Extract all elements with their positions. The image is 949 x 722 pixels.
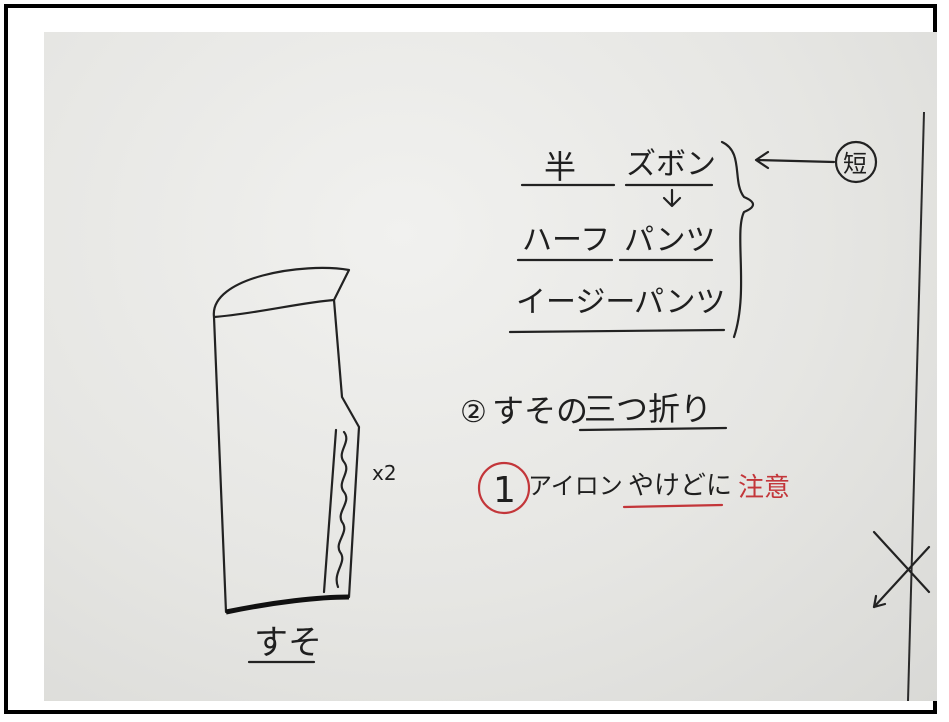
left-arrow — [754, 150, 836, 170]
step2-text: すその — [492, 392, 588, 430]
line2-right: パンツ — [624, 223, 716, 258]
line3-left: イージー — [516, 285, 635, 320]
zigzag-stitch — [335, 430, 348, 589]
hem-label: すそ — [254, 623, 322, 663]
step-1-line: 1 アイロン やけどに 注意 — [477, 461, 790, 515]
pant-leg-sketch: x2 すそ — [212, 266, 397, 664]
pant-leg-opening — [212, 266, 351, 319]
sketch-count-label: x2 — [372, 461, 397, 485]
whiteboard-drawing: x2 すそ 半 ズボン ハーフ パンツ イージー パンツ — [212, 111, 931, 701]
pant-leg-left-edge — [212, 315, 228, 614]
step1-red-circle — [477, 461, 531, 515]
line3-right: パンツ — [634, 285, 726, 320]
seam-line — [322, 428, 338, 594]
step1-number: 1 — [493, 470, 516, 511]
step1-red-underline — [622, 503, 724, 509]
step2-emphasis: 三つ折り — [584, 390, 712, 428]
circled-mark: 短 — [843, 150, 867, 178]
hem-line — [225, 594, 350, 615]
board-edge-line — [907, 111, 925, 701]
pant-leg-right-edge — [332, 298, 361, 599]
cross-mark — [872, 530, 931, 609]
step1-text: アイロン — [528, 472, 623, 500]
image-frame: x2 すそ 半 ズボン ハーフ パンツ イージー パンツ — [4, 4, 937, 714]
step1-underlined: やけどに — [628, 471, 732, 501]
whiteboard-photo: x2 すそ 半 ズボン ハーフ パンツ イージー パンツ — [44, 32, 937, 701]
step1-warning: 注意 — [738, 473, 790, 503]
step2-underline — [578, 426, 728, 432]
step2-number: ② — [460, 395, 487, 430]
line2-left: ハーフ — [522, 223, 610, 258]
circled-mark-circle — [834, 140, 878, 184]
line3-underline — [508, 328, 726, 334]
vocabulary-block: 半 ズボン ハーフ パンツ イージー パンツ 短 — [508, 140, 878, 339]
cross-lines — [872, 530, 931, 609]
line1-left: 半 — [544, 148, 576, 186]
step-2-line: ② すその 三つ折り — [460, 390, 728, 432]
curly-brace — [720, 140, 755, 339]
line1-right: ズボン — [626, 147, 716, 182]
cross-arrow-head — [872, 594, 887, 609]
down-arrow — [662, 188, 682, 208]
